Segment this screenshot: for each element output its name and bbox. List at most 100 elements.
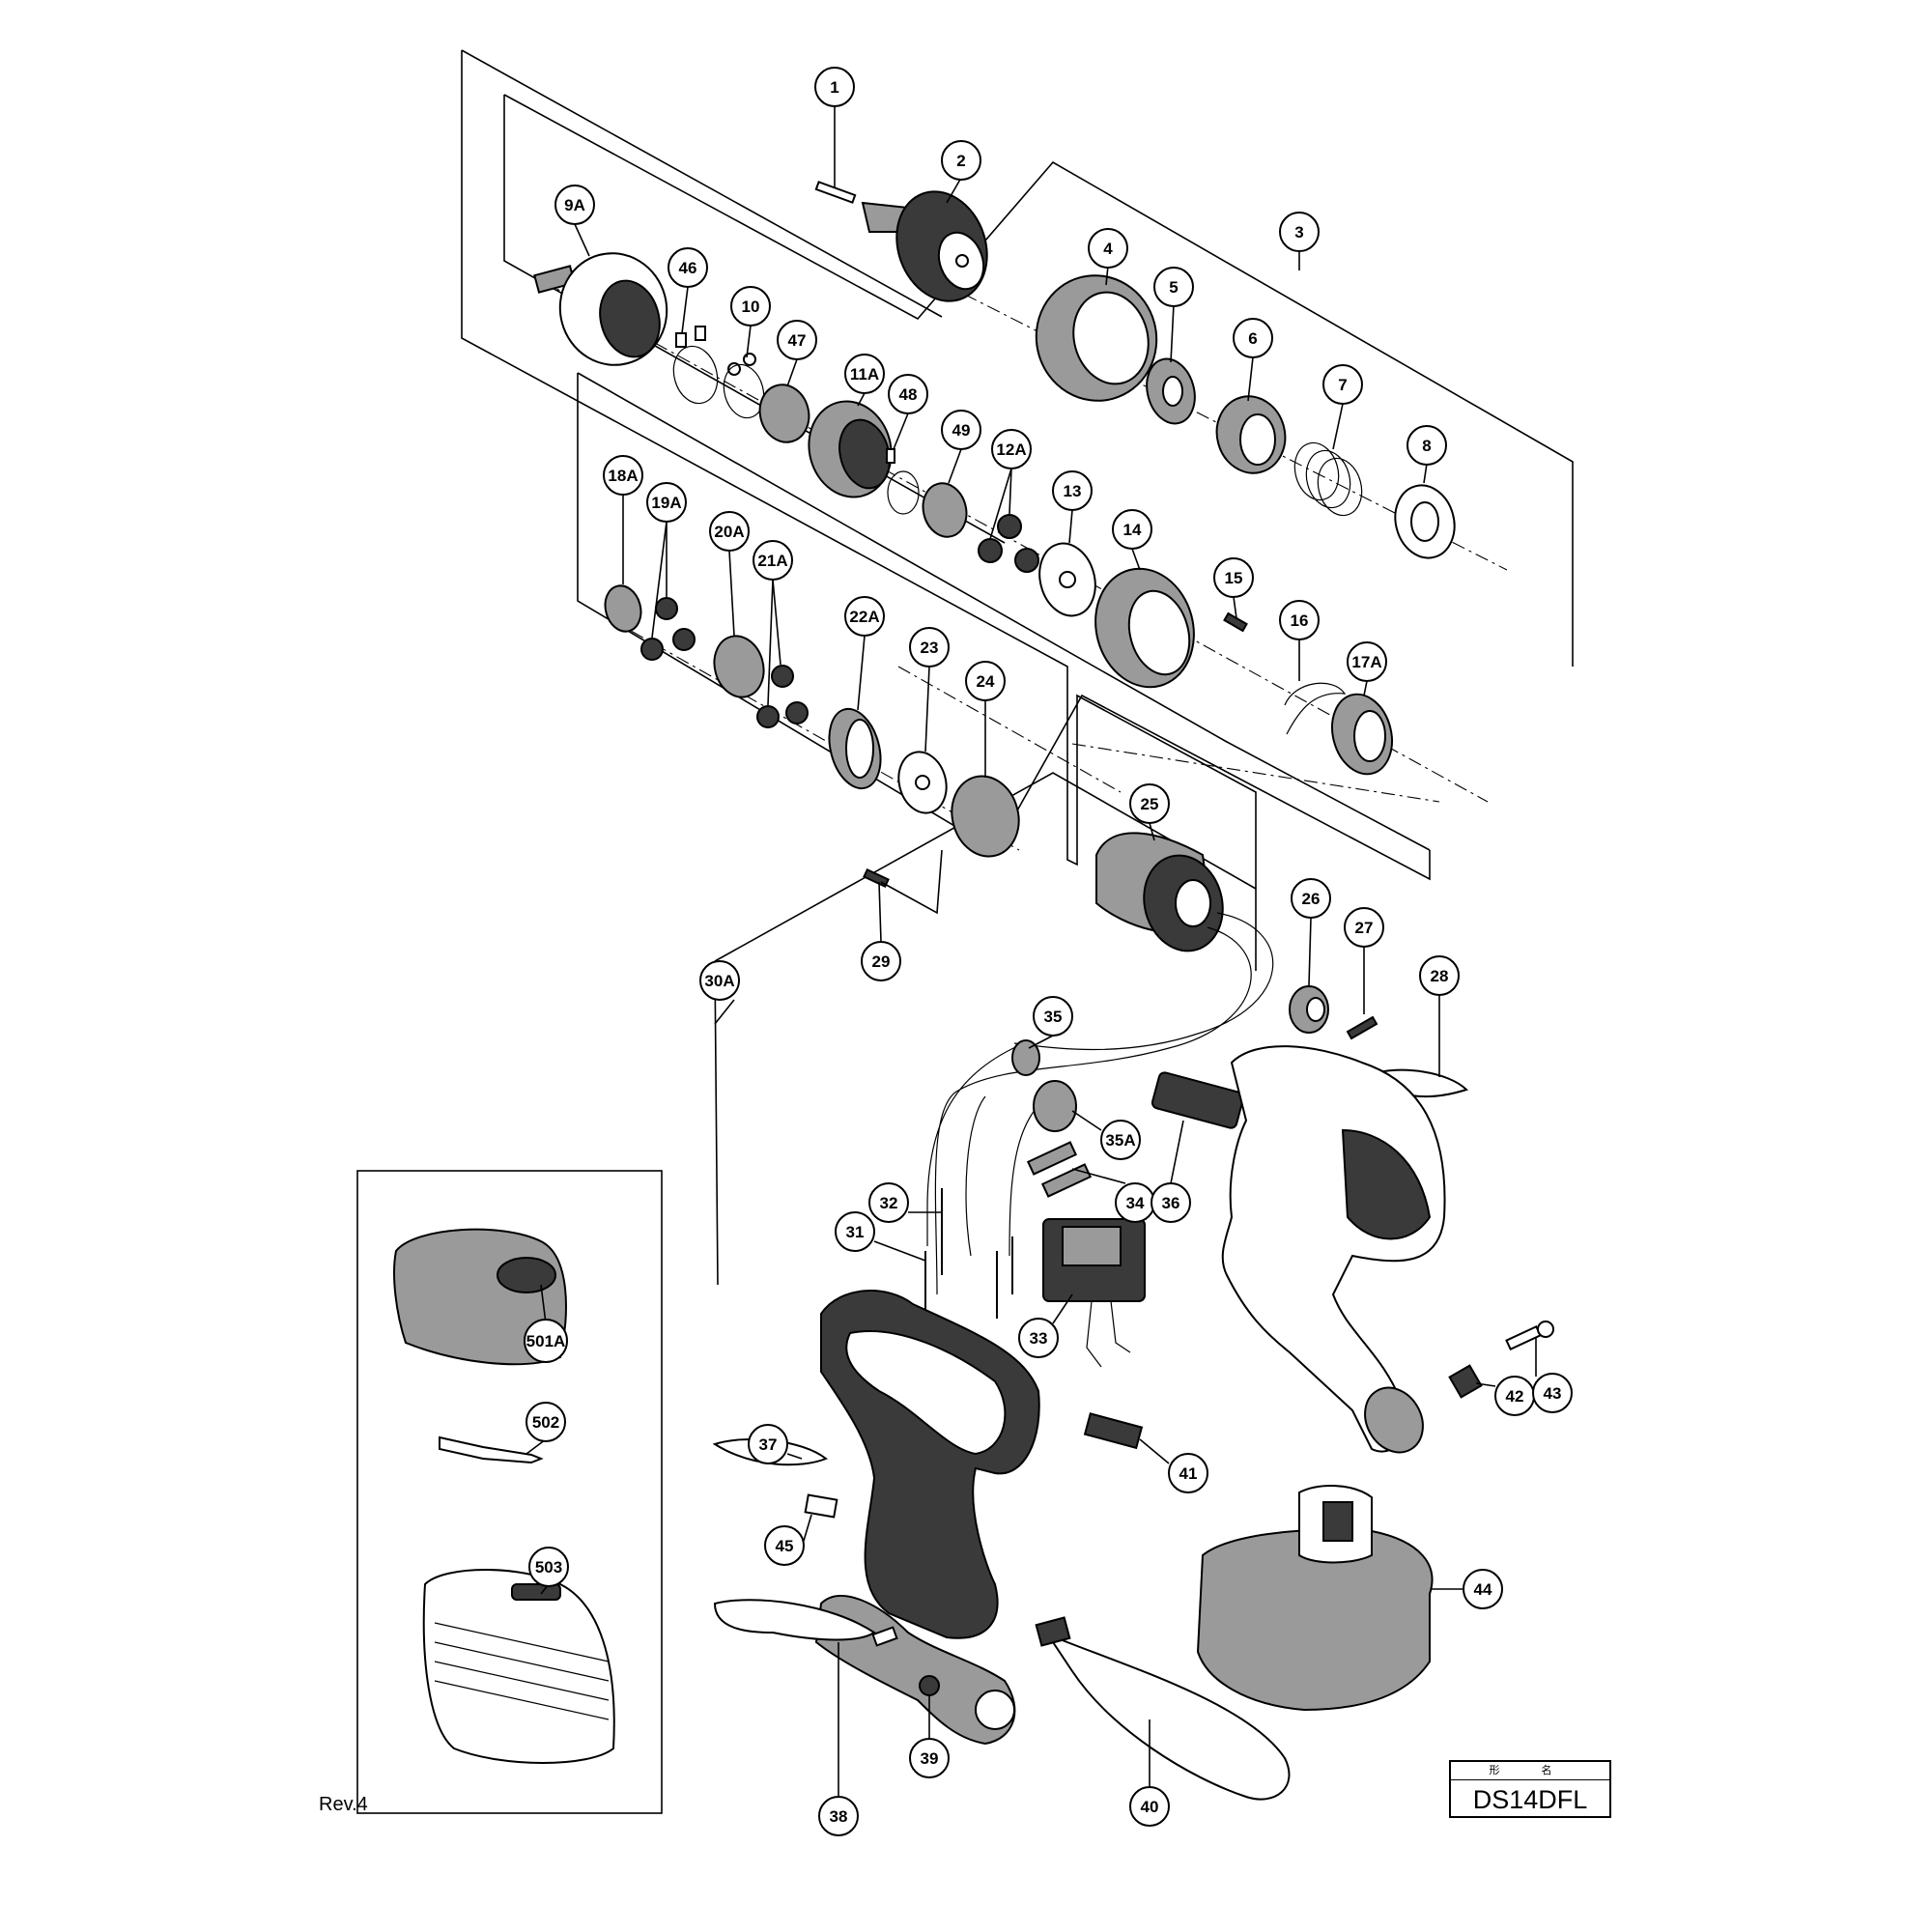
callout-circle	[1153, 267, 1194, 307]
callout-48: 48	[888, 374, 928, 414]
callout-13: 13	[1052, 470, 1093, 511]
carrier-49	[922, 482, 968, 538]
planet-19A-b	[640, 638, 664, 661]
callout-label: 39	[921, 1749, 939, 1768]
planet-21A-b	[756, 705, 780, 728]
chuck-screw	[814, 181, 857, 204]
callout-label: 28	[1431, 967, 1449, 985]
callout-label: 501A	[526, 1332, 566, 1350]
callout-label: 16	[1291, 611, 1309, 630]
callout-label: 2	[956, 152, 965, 170]
ring-48	[887, 470, 920, 515]
callout-label: 42	[1506, 1387, 1524, 1406]
callout-circle	[1347, 641, 1387, 682]
callout-24: 24	[965, 661, 1006, 701]
wire-a	[1013, 912, 1274, 1051]
callout-label: 36	[1162, 1194, 1180, 1212]
planet-19A-c	[672, 628, 696, 651]
callout-circle	[844, 596, 885, 637]
callout-label: 37	[759, 1435, 778, 1454]
callout-3: 3	[1279, 212, 1320, 252]
plate-5-hole	[1162, 376, 1183, 407]
bracket-24	[951, 775, 1020, 858]
gear-case-14-inner	[1127, 589, 1191, 676]
callout-label: 45	[776, 1537, 794, 1555]
callout-label: 44	[1474, 1580, 1492, 1599]
callout-label: 22A	[849, 608, 879, 626]
callout-label: 3	[1294, 223, 1303, 242]
callout-40: 40	[1129, 1786, 1170, 1827]
group-frames	[356, 49, 1574, 1814]
callout-circle	[1291, 878, 1331, 919]
callout-label: 15	[1225, 569, 1243, 587]
housing-right	[1221, 1045, 1446, 1454]
callout-22a: 22A	[844, 596, 885, 637]
callout-circle	[1463, 1569, 1503, 1609]
callout-label: 14	[1123, 521, 1142, 539]
callout-503: 503	[528, 1547, 569, 1587]
gear-parts	[533, 252, 1393, 889]
drill-chuck	[861, 190, 988, 302]
callout-18a: 18A	[603, 455, 643, 496]
wire-b	[934, 926, 1252, 1295]
callout-circle	[909, 627, 950, 668]
callout-43: 43	[1532, 1373, 1573, 1413]
callout-circle	[777, 320, 817, 360]
spindle-housing	[533, 252, 668, 366]
callout-circle	[1168, 1453, 1208, 1493]
callout-circle	[526, 1402, 566, 1442]
callout-label: 503	[535, 1558, 562, 1577]
callout-label: 502	[532, 1413, 559, 1432]
callout-circle	[554, 185, 595, 225]
grommet-26-hole	[1306, 997, 1325, 1022]
callout-27: 27	[1344, 907, 1384, 948]
callout-26: 26	[1291, 878, 1331, 919]
callout-circle	[1129, 783, 1170, 824]
callout-label: 19A	[651, 494, 681, 512]
callout-501a: 501A	[524, 1319, 568, 1363]
callout-25: 25	[1129, 783, 1170, 824]
callout-8: 8	[1406, 425, 1447, 466]
clutch-ring	[1035, 274, 1158, 402]
callout-circle	[1151, 1182, 1191, 1223]
callout-35a: 35A	[1100, 1120, 1141, 1160]
callout-label: 13	[1064, 482, 1082, 500]
callout-33: 33	[1018, 1318, 1059, 1358]
callout-20a: 20A	[709, 511, 750, 552]
pin-48	[886, 448, 895, 464]
callout-circle	[646, 482, 687, 523]
callout-23: 23	[909, 627, 950, 668]
callout-circle	[1532, 1373, 1573, 1413]
callout-circle	[1033, 996, 1073, 1037]
callout-circle	[1322, 364, 1363, 405]
callout-circle	[814, 67, 855, 107]
callout-label: 26	[1302, 890, 1321, 908]
callout-label: 35	[1044, 1008, 1063, 1026]
callout-28: 28	[1419, 955, 1460, 996]
model-name: DS14DFL	[1472, 1785, 1588, 1814]
callout-label: 9A	[564, 196, 585, 214]
callout-9a: 9A	[554, 185, 595, 225]
cam-6-hole	[1239, 413, 1276, 466]
callout-label: 4	[1103, 240, 1113, 258]
spring-7	[1293, 441, 1363, 517]
callout-45: 45	[764, 1525, 805, 1566]
callout-19a: 19A	[646, 482, 687, 523]
callout-label: 12A	[996, 440, 1026, 459]
callout-circle	[1419, 955, 1460, 996]
ball-10a	[727, 362, 741, 376]
callout-label: 20A	[714, 523, 744, 541]
callout-34: 34	[1115, 1182, 1155, 1223]
planet-12A-b	[978, 538, 1003, 563]
callout-21a: 21A	[753, 540, 793, 581]
callout-circle	[1406, 425, 1447, 466]
callout-circle	[1344, 907, 1384, 948]
callout-circle	[941, 410, 981, 450]
callout-42: 42	[1494, 1376, 1535, 1416]
callout-label: 23	[921, 639, 939, 657]
grommet-35	[1011, 1039, 1040, 1076]
callout-circle	[991, 429, 1032, 469]
callout-circle	[528, 1547, 569, 1587]
callout-6: 6	[1233, 318, 1273, 358]
